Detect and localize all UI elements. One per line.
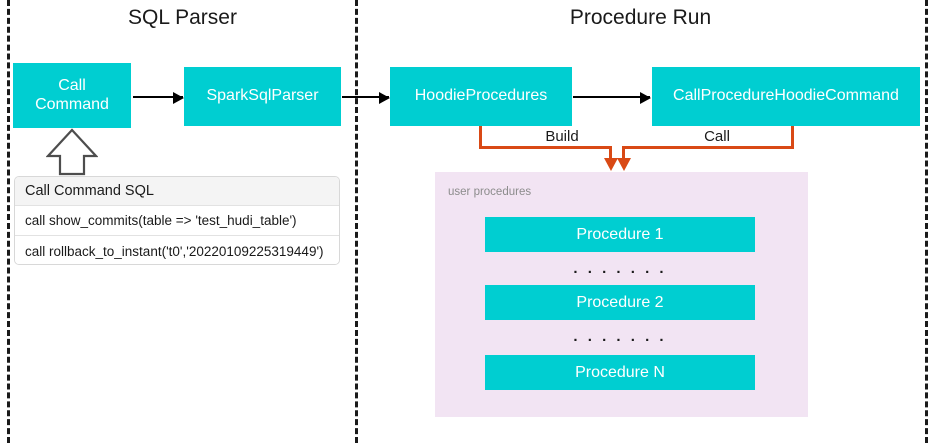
procedure-box-2[interactable]: Procedure 2 bbox=[485, 285, 755, 320]
section-title-procedure-run: Procedure Run bbox=[569, 6, 712, 29]
sql-table-row: call rollback_to_instant('t0','202201092… bbox=[15, 236, 339, 264]
node-hoodie-procedures[interactable]: HoodieProcedures bbox=[390, 67, 572, 126]
build-connector-horizontal bbox=[479, 146, 612, 149]
ellipsis-separator: . . . . . . . bbox=[573, 260, 667, 277]
call-connector-vertical-down bbox=[622, 146, 625, 162]
divider-right bbox=[925, 0, 928, 443]
edge-label-build: Build bbox=[528, 128, 596, 145]
build-connector-vertical-down bbox=[609, 146, 612, 162]
call-connector-vertical-right bbox=[791, 126, 794, 149]
arrow-call-command-to-spark-sql-parser bbox=[133, 92, 184, 104]
build-arrowhead-icon bbox=[604, 158, 618, 171]
ellipsis-separator: . . . . . . . bbox=[573, 328, 667, 345]
procedure-box-n[interactable]: Procedure N bbox=[485, 355, 755, 390]
edge-label-call: Call bbox=[688, 128, 746, 145]
arrow-spark-sql-parser-to-hoodie-procedures bbox=[342, 92, 390, 104]
call-command-sql-table: Call Command SQL call show_commits(table… bbox=[14, 176, 340, 265]
divider-left bbox=[7, 0, 10, 443]
call-connector-horizontal bbox=[622, 146, 794, 149]
node-call-command[interactable]: Call Command bbox=[13, 63, 131, 128]
divider-middle bbox=[355, 0, 358, 443]
call-arrowhead-icon bbox=[617, 158, 631, 171]
arrow-hoodie-procedures-to-call-procedure-hoodie-command bbox=[573, 92, 651, 104]
sql-table-header: Call Command SQL bbox=[15, 177, 339, 206]
sql-table-row: call show_commits(table => 'test_hudi_ta… bbox=[15, 206, 339, 236]
procedure-box-1[interactable]: Procedure 1 bbox=[485, 217, 755, 252]
build-connector-vertical-left bbox=[479, 126, 482, 149]
node-spark-sql-parser[interactable]: SparkSqlParser bbox=[184, 67, 341, 126]
section-title-sql-parser: SQL Parser bbox=[128, 6, 237, 29]
user-procedures-label: user procedures bbox=[448, 186, 532, 198]
node-call-procedure-hoodie-command[interactable]: CallProcedureHoodieCommand bbox=[652, 67, 920, 126]
hollow-up-arrow-icon bbox=[45, 128, 99, 176]
